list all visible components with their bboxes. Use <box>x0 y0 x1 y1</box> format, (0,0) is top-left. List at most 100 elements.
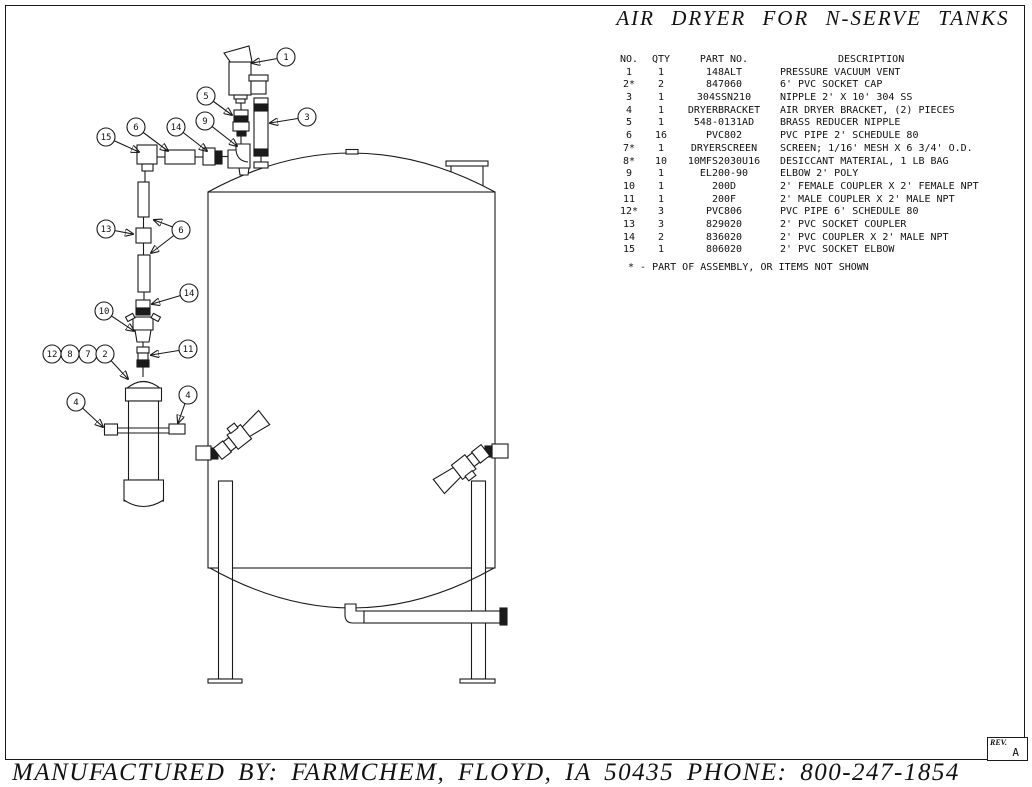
parts-table-cell: 1 <box>657 180 665 192</box>
parts-table-cell: SCREEN; 1/16' MESH X 6 3/4' O.D. <box>780 142 973 154</box>
header-qty: QTY <box>651 54 671 65</box>
callout-5: 5 <box>196 86 232 115</box>
parts-table-cell: 1 <box>657 193 665 205</box>
callout-number: 12 <box>47 350 58 360</box>
pipe-end-cap <box>499 607 508 626</box>
pipe-run <box>124 144 228 377</box>
parts-table-cell: 7* <box>622 142 636 154</box>
manway <box>445 160 489 186</box>
callout-2: 2 <box>95 344 128 379</box>
callout-balloon <box>196 86 216 106</box>
revision-box: REV. A <box>987 737 1028 761</box>
parts-table-cell: 3 <box>625 92 633 104</box>
callout-number: 13 <box>101 225 112 235</box>
callout-balloon <box>94 301 114 321</box>
parts-table-cell: DRYERSCREEN <box>690 142 758 154</box>
parts-table-cell: 1 <box>657 168 665 180</box>
parts-table-cell: 10MFS2030U16 <box>687 155 761 167</box>
pvc-pipe-horizontal <box>164 149 196 165</box>
parts-table-header: NO. QTY PART NO. DESCRIPTION <box>612 54 1026 67</box>
parts-table-cell: EL200-90 <box>699 168 749 180</box>
dished-bottom <box>209 567 495 609</box>
parts-table-cell: NIPPLE 2' X 10' 304 SS <box>780 92 913 104</box>
parts-table-cell: 10 <box>654 155 668 167</box>
parts-table-cell: 2 <box>657 231 665 243</box>
parts-table-cell: 8* <box>622 155 636 167</box>
bracket-right <box>168 423 186 435</box>
callout-balloon <box>179 283 199 303</box>
callout-14: 14 <box>166 117 207 151</box>
callout-number: 7 <box>85 350 90 360</box>
callout-balloon <box>178 385 198 405</box>
pvc-pipe-vertical-2 <box>137 254 151 293</box>
parts-table-cell: 304SSN210 <box>696 92 752 104</box>
parts-table-cell: 829020 <box>705 218 743 230</box>
parts-table-cell: ELBOW 2' POLY <box>780 168 859 180</box>
parts-table-cell: 836020 <box>705 231 743 243</box>
vent-assembly <box>223 45 269 176</box>
callout-8: 8 <box>60 344 80 364</box>
ss-nipple <box>253 97 269 169</box>
tank-legs <box>207 480 496 684</box>
rev-value: A <box>1012 746 1019 759</box>
callout-10: 10 <box>94 301 134 331</box>
callout-9: 9 <box>195 111 237 146</box>
parts-table-cell: 1 <box>657 244 665 256</box>
callout-6: 6 <box>126 117 168 151</box>
pvc-pipe-vertical-1 <box>137 181 150 218</box>
parts-table-cell: DESICCANT MATERIAL, 1 LB BAG <box>780 155 949 167</box>
callout-number: 10 <box>99 307 110 317</box>
parts-table-row: 8* 10 10MFS2030U16 DESICCANT MATERIAL, 1 LB… <box>612 156 1026 169</box>
callout-balloon <box>66 392 86 412</box>
parts-table-cell: 10 <box>622 180 636 192</box>
parts-table-cell: 2 <box>657 79 665 91</box>
callout-7: 7 <box>78 344 98 364</box>
storage-tank <box>207 148 496 569</box>
parts-table-cell: 2' PVC SOCKET COUPLER <box>780 218 907 230</box>
right-fill-valve <box>432 443 509 495</box>
callout-number: 4 <box>185 391 190 401</box>
callout-12: 12 <box>42 344 62 364</box>
parts-table-cell: 200F <box>711 193 737 205</box>
drain-pipe <box>344 603 508 626</box>
pvc-coupler-male-npt <box>135 299 151 309</box>
parts-table-cell: 1 <box>657 92 665 104</box>
parts-table-cell: BRASS REDUCER NIPPLE <box>780 117 901 129</box>
callout-14: 14 <box>152 283 199 304</box>
parts-table-cell: 6' PVC SOCKET CAP <box>780 79 883 91</box>
callout-number: 3 <box>304 113 309 123</box>
parts-table-cell: 4 <box>625 104 633 116</box>
callout-balloon <box>297 107 317 127</box>
parts-table-cell: 1 <box>625 66 633 78</box>
parts-table-cell: 16 <box>654 130 668 142</box>
callout-number: 8 <box>67 350 72 360</box>
bracket-left <box>103 423 119 436</box>
callout-balloon <box>95 344 115 364</box>
header-no: NO. <box>619 54 639 65</box>
left-fill-valve <box>195 409 271 461</box>
callout-number: 6 <box>133 123 138 133</box>
callout-balloon <box>276 47 296 67</box>
parts-table-cell: 548-0131AD <box>693 117 755 129</box>
callout-4: 4 <box>66 392 103 427</box>
callout-4: 4 <box>178 385 198 423</box>
callout-number: 5 <box>203 92 208 102</box>
callout-number: 11 <box>183 345 194 355</box>
parts-table-cell: 1 <box>657 66 665 78</box>
parts-table-cell: DRYERBRACKET <box>687 104 761 116</box>
callout-number: 14 <box>171 123 182 133</box>
callout-balloon <box>171 220 191 240</box>
parts-table-cell: 2' MALE COUPLER X 2' MALE NPT <box>780 193 955 205</box>
callout-1: 1 <box>252 47 296 67</box>
